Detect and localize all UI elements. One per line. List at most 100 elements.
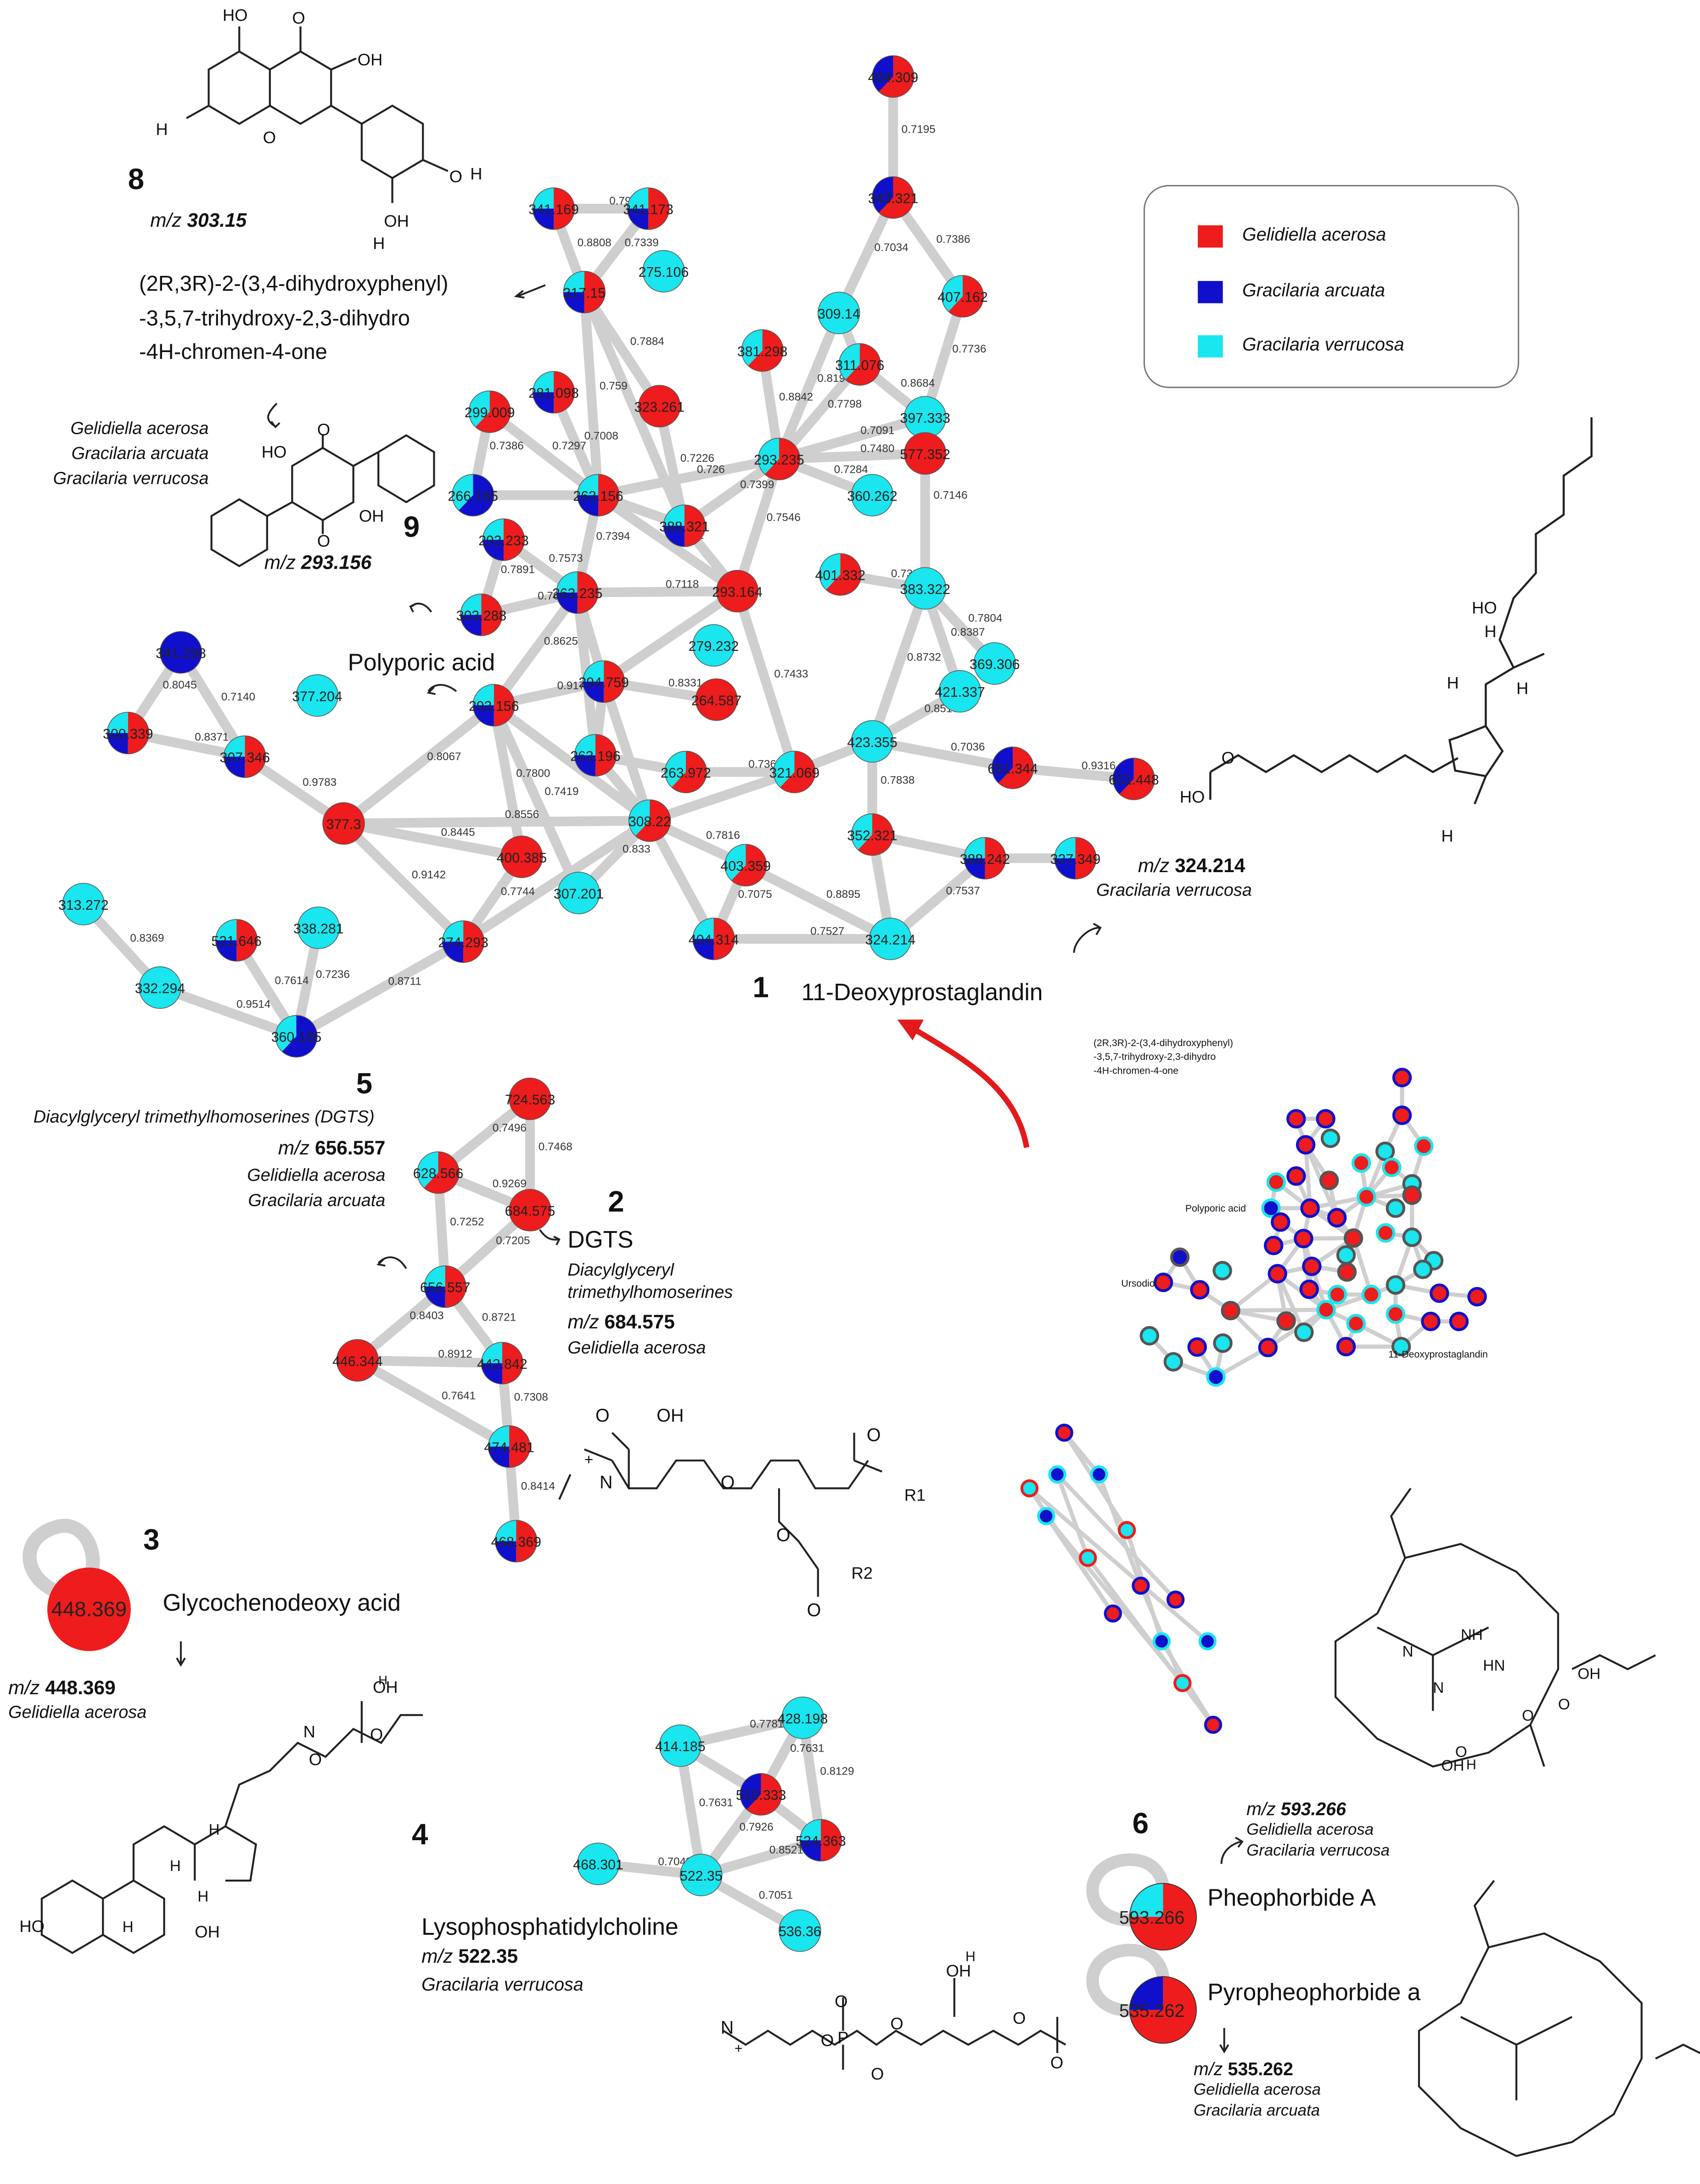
network-node[interactable]: 724.563 — [505, 1077, 555, 1120]
node-mz-label: 299.009 — [465, 405, 515, 420]
network-node[interactable]: 324.214 — [865, 918, 916, 960]
network-node[interactable]: 293.235 — [754, 437, 804, 481]
compound-8-mz: m/z 303.15 — [150, 209, 247, 231]
network-node[interactable]: 628.566 — [413, 1151, 464, 1194]
network-node[interactable]: 468.301 — [573, 1842, 623, 1885]
node-outline — [903, 432, 947, 475]
network-node[interactable]: 263.156 — [573, 474, 623, 516]
network-node[interactable]: 352.321 — [847, 813, 898, 856]
network-node[interactable]: 428.198 — [778, 1697, 828, 1739]
network-node[interactable]: 423.355 — [847, 720, 898, 763]
network-node[interactable]: 651.344 — [987, 746, 1038, 789]
network-node[interactable]: 338.281 — [293, 906, 344, 949]
node-slice — [741, 330, 763, 366]
network-node[interactable]: 369.306 — [970, 642, 1020, 685]
node-slice — [716, 570, 758, 612]
network-node[interactable]: 281.098 — [528, 371, 579, 414]
network-node[interactable]: 377.3 — [322, 802, 365, 845]
network-node[interactable]: 275.106 — [639, 250, 689, 293]
network-node[interactable]: 321.069 — [769, 750, 820, 794]
network-node[interactable]: 400.385 — [497, 835, 547, 878]
node-slice — [879, 56, 914, 98]
network-node[interactable]: 293.156 — [469, 684, 519, 727]
network-node[interactable]: 510.333 — [736, 1773, 786, 1816]
network-node[interactable]: 407.162 — [937, 275, 988, 318]
network-node[interactable]: 401.332 — [815, 553, 866, 596]
network-node[interactable]: 524.363 — [796, 1819, 846, 1862]
network-node[interactable]: 300.339 — [103, 711, 153, 755]
network-node[interactable]: 307.346 — [220, 735, 270, 778]
network-node[interactable]: 381.298 — [737, 329, 788, 372]
network-node[interactable]: 360.262 — [847, 474, 898, 516]
network-node[interactable]: 521.646 — [211, 919, 262, 962]
network-node[interactable]: 294.759 — [578, 660, 629, 703]
network-node[interactable]: 403.359 — [720, 844, 771, 887]
network-node[interactable]: 274.293 — [438, 920, 488, 963]
network-node[interactable]: 377.204 — [292, 674, 342, 717]
node-mz-label: 404.314 — [689, 933, 739, 948]
network-node[interactable]: 421.337 — [935, 670, 985, 713]
network-node[interactable]: 311.076 — [835, 343, 884, 386]
network-node[interactable]: 309.14 — [818, 291, 860, 335]
edge-weight-labels: 0.71950.73860.70340.77360.86840.77980.81… — [130, 123, 1116, 1901]
atom-label: NH — [1460, 1627, 1483, 1644]
edge-weight-label: 0.7736 — [952, 343, 986, 355]
network-node[interactable]: 307.201 — [554, 872, 604, 914]
node-mz-label: 401.332 — [815, 568, 866, 583]
network-node[interactable]: 303.288 — [456, 594, 507, 636]
network-node[interactable]: 263.196 — [570, 734, 621, 777]
network-node[interactable]: 656.557 — [420, 1265, 471, 1308]
network-node[interactable]: 536.36 — [779, 1909, 821, 1952]
atom-label: H — [197, 1889, 209, 1906]
network-node[interactable]: 388.321 — [659, 504, 710, 547]
network-node[interactable]: 404.309 — [868, 55, 919, 98]
network-node[interactable]: 293.233 — [478, 518, 529, 561]
network-node[interactable]: 577.352 — [900, 432, 950, 475]
network-node[interactable]: 313.272 — [58, 883, 109, 925]
network-node[interactable]: 474.481 — [484, 1425, 534, 1468]
network-node[interactable]: 651.448 — [1109, 757, 1159, 801]
network-node[interactable]: 341.173 — [623, 187, 673, 230]
network-node[interactable]: 327.349 — [1050, 837, 1101, 879]
network-node[interactable]: 264.587 — [691, 678, 742, 721]
network-node[interactable]: 279.232 — [689, 624, 739, 667]
network-node[interactable]: 263.972 — [661, 750, 711, 794]
node-mz-label: 446.344 — [332, 1354, 383, 1369]
overview-node — [1320, 1128, 1341, 1148]
network-node[interactable]: 684.575 — [505, 1189, 555, 1232]
singleton-node-535[interactable]: 535.262 — [1086, 1943, 1197, 2044]
node-slice — [1054, 858, 1076, 879]
network-node[interactable]: 442.842 — [477, 1342, 527, 1384]
network-node[interactable]: 404.314 — [689, 918, 739, 960]
network-node[interactable]: 522.35 — [680, 1854, 723, 1897]
network-node[interactable]: 308.22 — [628, 799, 671, 842]
node-slice — [245, 736, 266, 778]
network-node[interactable]: 468.369 — [491, 1520, 541, 1562]
overview-node — [1343, 1228, 1363, 1248]
network-node[interactable]: 388.242 — [960, 837, 1010, 879]
network-node[interactable]: 323.261 — [634, 385, 685, 428]
network-node[interactable]: 299.009 — [465, 390, 515, 433]
network-node[interactable]: 446.344 — [332, 1339, 383, 1382]
singleton-node-593[interactable]: 593.266 — [1086, 1853, 1197, 1951]
network-node[interactable]: 341.169 — [528, 187, 579, 230]
singleton-node-448[interactable]: 448.369 — [22, 1518, 131, 1651]
network-node[interactable]: 266.165 — [448, 474, 499, 516]
network-node[interactable]: 263.235 — [552, 571, 603, 614]
node-mz-label: 468.301 — [573, 1858, 623, 1873]
network-node[interactable]: 341.298 — [156, 631, 206, 674]
compound-5-species-1: Gelidiella acerosa — [247, 1165, 386, 1185]
network-node[interactable]: 293.164 — [712, 570, 763, 613]
atom-label: H — [1484, 622, 1497, 641]
network-node[interactable]: 317.15 — [563, 271, 606, 314]
network-node[interactable]: 414.185 — [655, 1724, 706, 1767]
atom-label: O — [309, 1750, 322, 1770]
overview-node — [1402, 1185, 1422, 1205]
network-node[interactable]: 360.185 — [271, 1015, 322, 1058]
compound-6-name2: Pyropheophorbide a — [1207, 1979, 1421, 2006]
network-node[interactable]: 383.322 — [900, 567, 950, 610]
network-node[interactable]: 332.294 — [135, 966, 185, 1009]
network-node[interactable]: 397.333 — [900, 396, 950, 439]
network-node[interactable]: 343.321 — [868, 176, 919, 219]
atom-label: OH — [946, 1961, 971, 1981]
